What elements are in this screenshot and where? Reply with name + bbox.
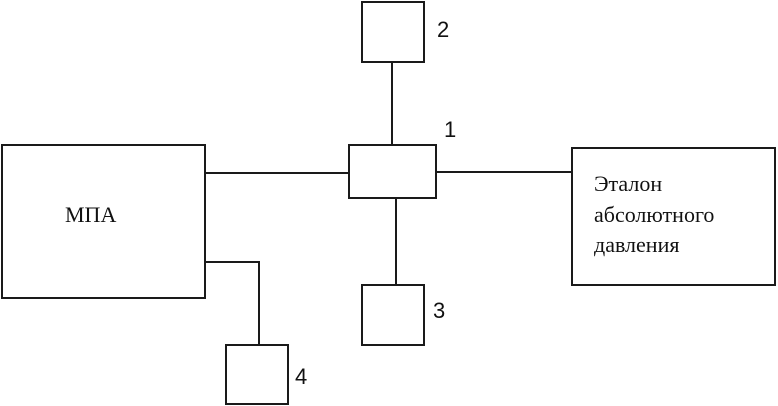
mpa-block [1, 144, 206, 299]
device-number-4: 4 [295, 364, 307, 389]
standard-label-line-3: давления [594, 232, 679, 257]
mpa-label: МПА [65, 202, 116, 227]
device-block-2 [361, 1, 425, 63]
absolute-pressure-standard-block [571, 147, 776, 286]
connections [205, 62, 572, 345]
device-block-4 [225, 344, 289, 405]
line-mpa-to-device-4 [205, 261, 260, 345]
standard-label-line-2: абсолютного [594, 202, 714, 227]
tee-block-1 [348, 144, 437, 199]
standard-label-line-1: Эталон [594, 171, 662, 196]
device-number-2: 2 [437, 17, 449, 42]
device-number-3: 3 [433, 298, 445, 323]
tee-number-1: 1 [444, 117, 456, 142]
device-block-3 [361, 284, 425, 346]
